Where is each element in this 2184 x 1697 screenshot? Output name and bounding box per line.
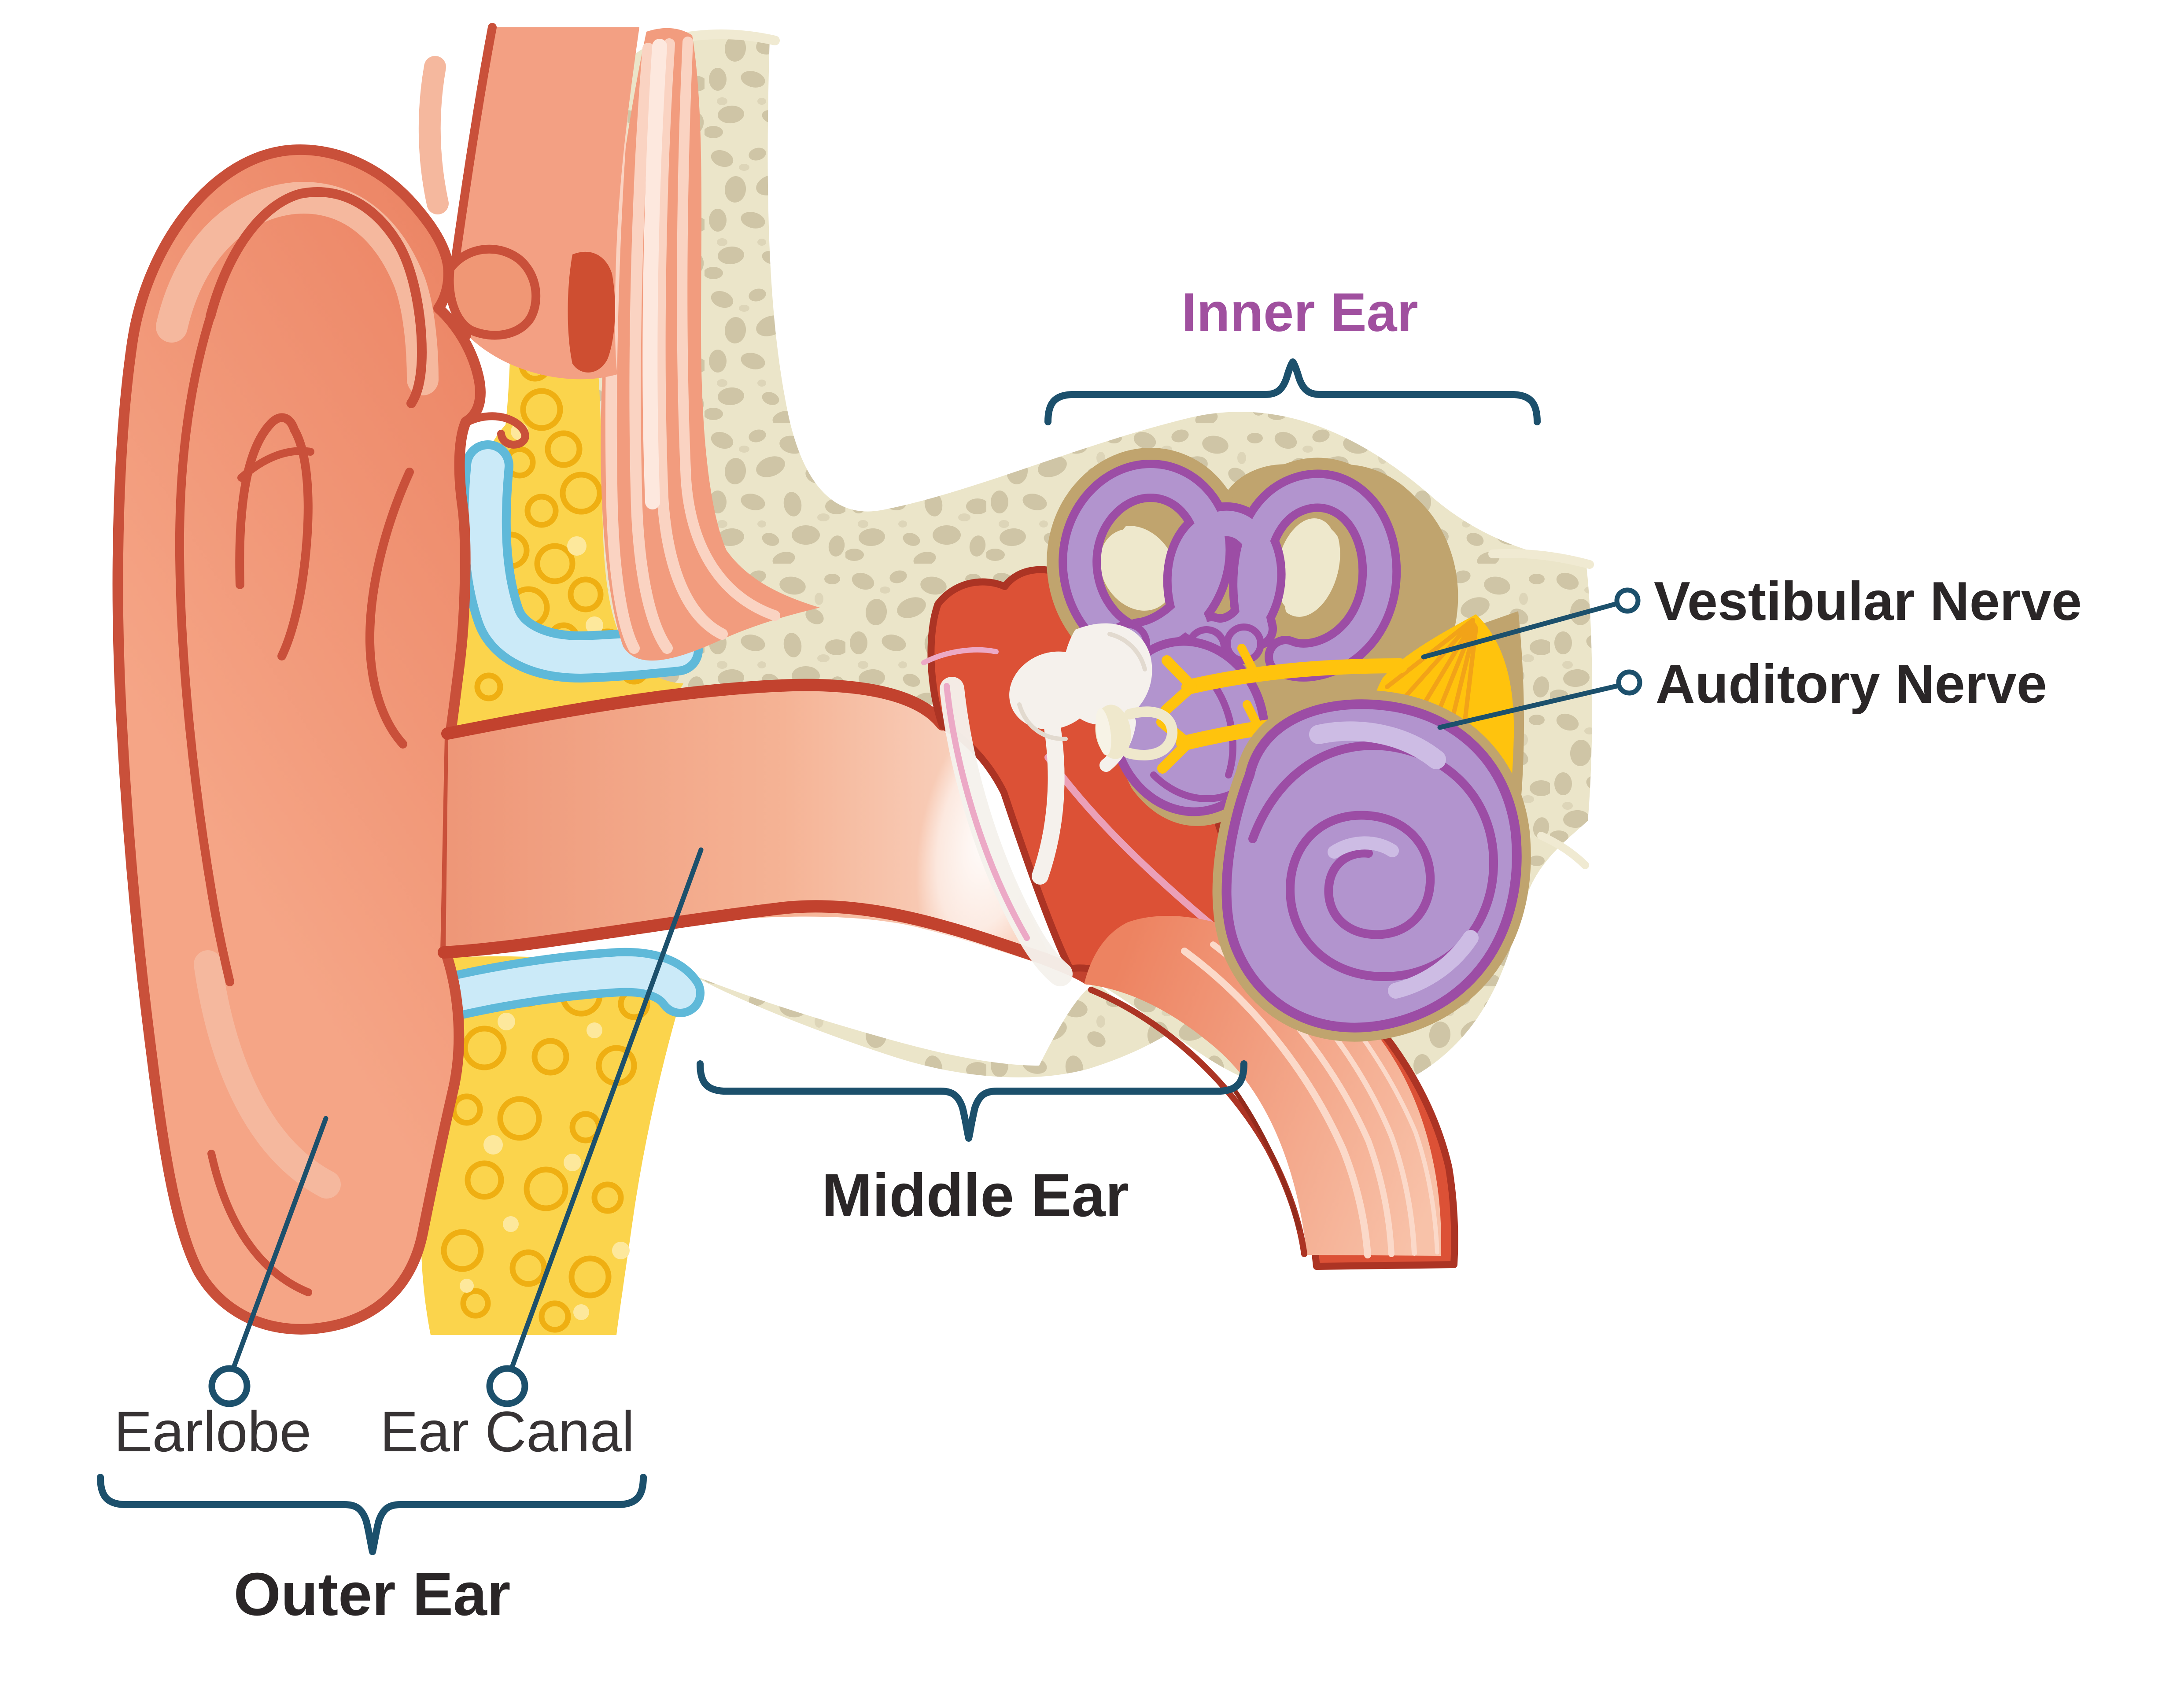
tube-inner-line <box>1231 1085 1301 1231</box>
pinna-folds <box>175 187 529 1296</box>
tendon-upper <box>921 647 999 665</box>
semicircular-canals <box>1047 448 1413 694</box>
skin-ridge <box>568 251 615 373</box>
inner-ear-brace <box>1044 358 1541 425</box>
stapes <box>1095 705 1178 760</box>
earlobe-label: Earlobe <box>114 1399 311 1464</box>
cartilage-upper-core <box>468 449 694 674</box>
vestibular-leader-dot <box>1614 587 1641 614</box>
vestibular-nerve-label: Vestibular Nerve <box>1654 571 2082 632</box>
cochlea-highlights <box>1309 721 1479 999</box>
eustachian-tube <box>1084 916 1441 1258</box>
cochlea <box>1212 690 1531 1042</box>
auditory-leader-line <box>1437 683 1620 730</box>
annotations: Inner Ear Vestibular Nerve Auditory Nerv… <box>97 282 2082 1628</box>
cochlea-body <box>1221 699 1522 1033</box>
auditory-nerve-label: Auditory Nerve <box>1656 654 2047 715</box>
outer-ear-label: Outer Ear <box>234 1561 511 1628</box>
vestibular-nerve-branch <box>1181 658 1408 694</box>
muscle-highlight <box>642 39 667 509</box>
ossicle-shadows <box>1017 632 1147 742</box>
auditory-leader-dot <box>1616 669 1642 696</box>
earlobe-leader-line <box>232 1116 328 1369</box>
malleus-handle <box>1032 714 1065 885</box>
fatty-tissue-upper <box>454 275 703 732</box>
middle-ear-label: Middle Ear <box>822 1162 1129 1229</box>
ear-canal-leader-line <box>510 847 704 1369</box>
vestibular-leader-line <box>1421 601 1618 660</box>
fatty-tissue-lower <box>421 948 705 1335</box>
pinna <box>112 23 639 1335</box>
ear-canal-leader-dot <box>486 1365 528 1407</box>
ossicles-and-eardrum <box>921 623 1309 1074</box>
canal-wall-top <box>441 679 948 740</box>
outer-ear-brace <box>97 1474 647 1555</box>
inner-ear-label: Inner Ear <box>1181 282 1418 343</box>
eardrum <box>940 677 1073 986</box>
cartilage-lower-core <box>439 956 696 1012</box>
tragus-fold <box>445 244 541 340</box>
bone-below-canal <box>686 972 1200 1077</box>
eardrum-pink-edge <box>944 683 1030 941</box>
leader-lines <box>232 601 1620 1369</box>
middle-ear-brace <box>697 1060 1247 1142</box>
earlobe-leader-dot <box>208 1365 251 1407</box>
incus <box>1062 623 1152 725</box>
canal-interior <box>446 686 1057 969</box>
ear-canal-label: Ear Canal <box>380 1399 635 1464</box>
